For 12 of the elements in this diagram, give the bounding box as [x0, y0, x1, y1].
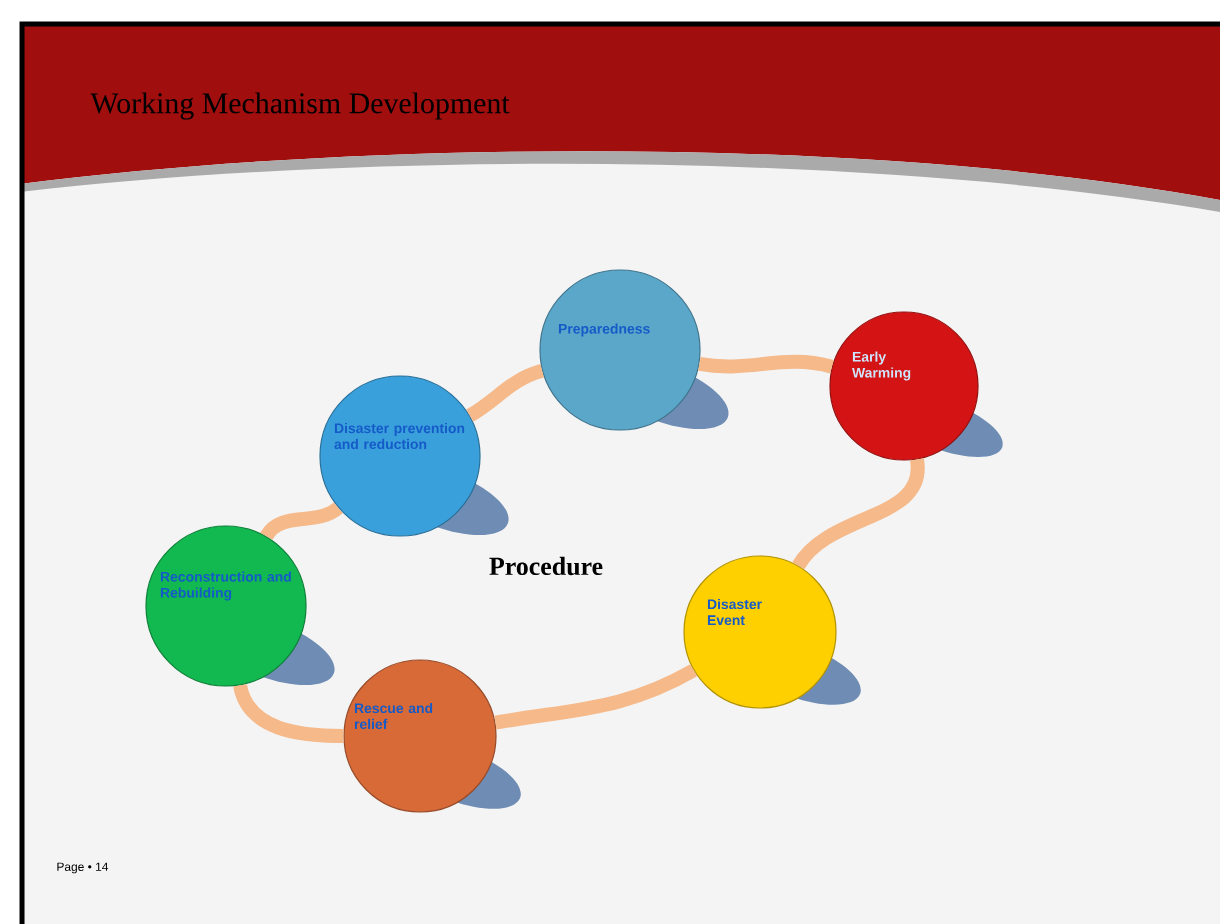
ring-connector	[698, 354, 834, 374]
center-label: Procedure	[489, 556, 603, 576]
circle-node	[683, 555, 837, 709]
circle-node	[145, 525, 307, 687]
circle-node	[343, 659, 497, 813]
circle-node	[829, 311, 979, 461]
circle-node	[319, 375, 481, 537]
ring-connector	[466, 364, 545, 422]
slide-title: Working Mechanism Development	[90, 92, 510, 120]
ring-connector	[260, 502, 343, 541]
ring-connector	[494, 664, 697, 730]
circle-node	[539, 269, 701, 431]
